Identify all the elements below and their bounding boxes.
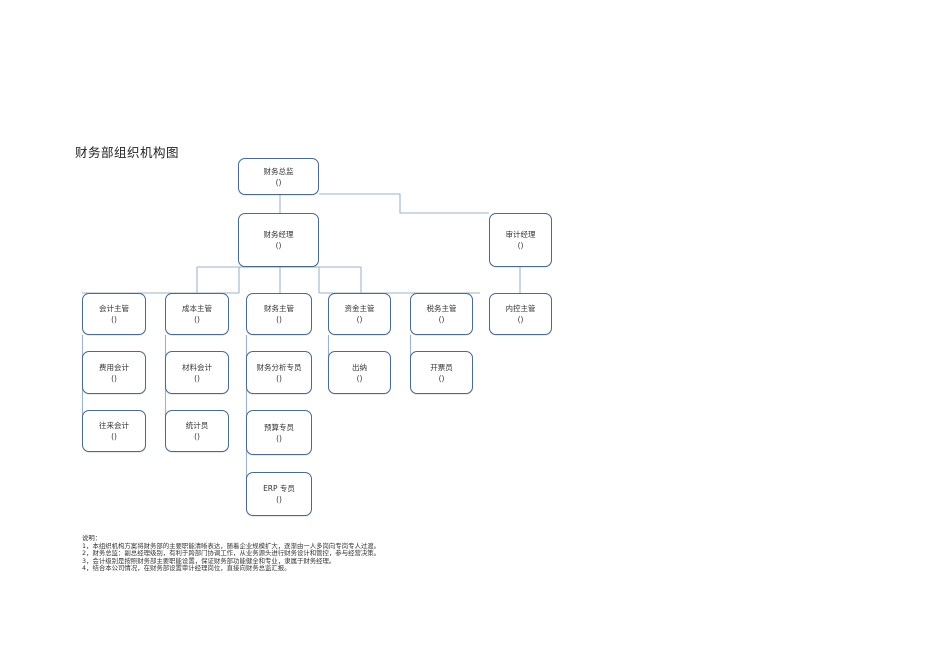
note-item-4: 4，结合本公司情况，在财务部设置审计经理岗位，直接向财务总监汇报。 <box>82 564 291 573</box>
node-label: 审计经理 <box>505 230 536 239</box>
node-financial-analyst[interactable]: 财务分析专员 () <box>246 351 312 394</box>
node-cfo[interactable]: 财务总监 () <box>238 158 319 195</box>
node-label: 费用会计 <box>99 362 129 372</box>
node-budget-specialist[interactable]: 预算专员 () <box>246 410 312 455</box>
node-audit-manager[interactable]: 审计经理 () <box>489 213 552 267</box>
node-label: 统计员 <box>185 421 209 430</box>
node-expense-accountant[interactable]: 费用会计 () <box>82 351 146 394</box>
node-accounting-supervisor[interactable]: 会计主管 () <box>82 293 146 335</box>
node-label: 材料会计 <box>182 362 212 372</box>
node-label: 财务分析专员 <box>256 362 302 372</box>
node-label: 开票员 <box>430 362 453 372</box>
node-sub: () <box>111 315 117 324</box>
node-sub: () <box>517 315 524 324</box>
node-label: 出纳 <box>352 362 367 372</box>
page-title: 财务部组织机构图 <box>75 145 180 160</box>
node-label: 财务经理 <box>263 230 294 239</box>
node-sub: () <box>438 315 445 324</box>
node-sub: () <box>194 315 200 324</box>
node-label: 成本主管 <box>182 304 212 313</box>
node-sub: () <box>111 373 117 383</box>
node-finance-manager[interactable]: 财务经理 () <box>238 213 319 267</box>
node-material-accountant[interactable]: 材料会计 () <box>165 351 229 394</box>
node-label: 财务主管 <box>264 304 294 313</box>
node-label: ERP 专员 <box>263 484 295 493</box>
note-item-3: 3，会计级别是按照财务部主要职能设置，保证财务部功能健全和专业，隶属于财务经理。 <box>82 556 336 565</box>
note-item-1: 1，本组织机构方案将财务部的主要职能清晰表达，随着企业规模扩大，逐渐由一人多岗向… <box>82 541 381 550</box>
node-erp-specialist[interactable]: ERP 专员 () <box>246 472 312 516</box>
node-treasury-supervisor[interactable]: 资金主管 () <box>328 293 391 335</box>
node-tax-supervisor[interactable]: 税务主管 () <box>410 293 473 335</box>
node-invoice-clerk[interactable]: 开票员 () <box>410 351 473 394</box>
node-cost-supervisor[interactable]: 成本主管 () <box>165 293 229 335</box>
node-label: 资金主管 <box>344 304 375 313</box>
node-internal-control-supervisor[interactable]: 内控主管 () <box>489 293 552 335</box>
node-sub: () <box>276 315 282 324</box>
node-label: 预算专员 <box>264 422 294 432</box>
node-label: 往来会计 <box>99 421 129 430</box>
node-sub: () <box>275 241 282 250</box>
node-sub: () <box>194 373 200 383</box>
node-label: 财务总监 <box>263 166 294 176</box>
node-ar-ap-accountant[interactable]: 往来会计 () <box>82 410 146 452</box>
node-label: 内控主管 <box>505 304 536 313</box>
node-sub: () <box>275 177 282 187</box>
node-sub: () <box>111 432 117 441</box>
node-sub: () <box>194 432 200 441</box>
node-sub: () <box>356 315 363 324</box>
note-item-2: 2，财务总监：副总经理级别，有利于跨部门协调工作，从业务源头进行财务设计和管控，… <box>82 549 381 558</box>
notes-heading: 说明： <box>82 534 102 542</box>
node-sub: () <box>356 373 363 383</box>
node-sub: () <box>517 241 524 250</box>
node-sub: () <box>276 495 282 504</box>
node-finance-supervisor[interactable]: 财务主管 () <box>246 293 312 335</box>
node-sub: () <box>438 373 445 383</box>
node-sub: () <box>276 373 282 383</box>
node-label: 税务主管 <box>426 304 457 313</box>
node-sub: () <box>276 433 282 443</box>
node-label: 会计主管 <box>99 304 129 313</box>
node-statistician[interactable]: 统计员 () <box>165 410 229 452</box>
notes-section: 说明： 1，本组织机构方案将财务部的主要职能清晰表达，随着企业规模扩大，逐渐由一… <box>82 534 381 573</box>
node-cashier[interactable]: 出纳 () <box>328 351 391 394</box>
